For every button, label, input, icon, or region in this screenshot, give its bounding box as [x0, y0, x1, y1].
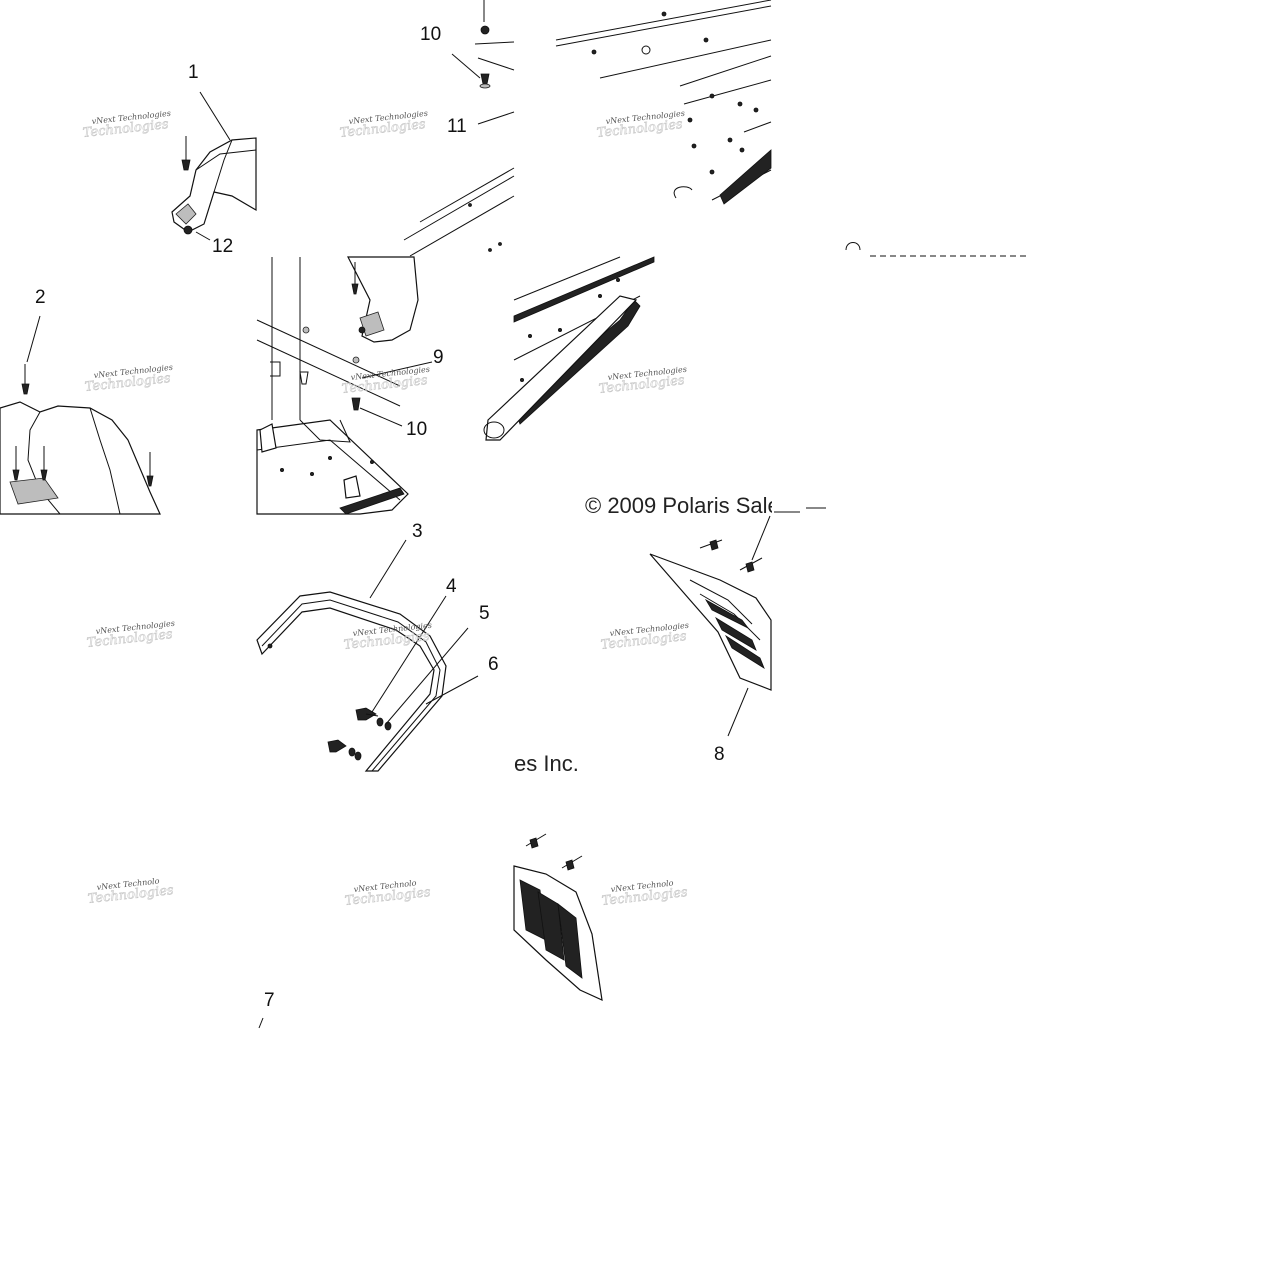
- tile-l-mud-flap-lower: [513, 833, 603, 1002]
- callout-10-top: 10: [420, 24, 441, 45]
- callout-1: 1: [188, 62, 199, 83]
- callout-3: 3: [412, 521, 423, 542]
- callout-9: 9: [433, 347, 444, 368]
- callout-10-middle: 10: [406, 419, 427, 440]
- tile-b-frame-hardware: [403, 0, 515, 257]
- callout-12: 12: [212, 236, 233, 257]
- copyright-faded-fragment: [845, 242, 1030, 257]
- leader-7: [258, 1017, 264, 1029]
- callout-2: 2: [35, 287, 46, 308]
- copyright-fragment: es Inc.: [514, 751, 579, 776]
- tile-c-cargo-bed: [555, 0, 772, 205]
- callout-11: 11: [447, 116, 467, 137]
- callout-7: 7: [264, 990, 275, 1011]
- callout-4: 4: [446, 576, 457, 597]
- callout-8: 8: [714, 744, 725, 765]
- tile-i-mud-flap: [649, 515, 772, 737]
- tile-f-side-rail: [483, 256, 655, 441]
- copyright-notice: © 2009 Polaris Sale: [585, 493, 780, 518]
- callout-6: 6: [488, 654, 499, 675]
- tile-h-rear-bumper: [256, 539, 479, 772]
- tile-e-chassis-frame: [256, 256, 433, 515]
- tile-d-rear-fender-left: [0, 315, 161, 515]
- callout-numbers: 1 2 3 4 5 6 7 8 9 10 10 11 12: [35, 24, 725, 1011]
- tile-a-rear-fender-bracket: [171, 91, 257, 241]
- copyright-mask: [772, 494, 832, 518]
- callout-5: 5: [479, 603, 490, 624]
